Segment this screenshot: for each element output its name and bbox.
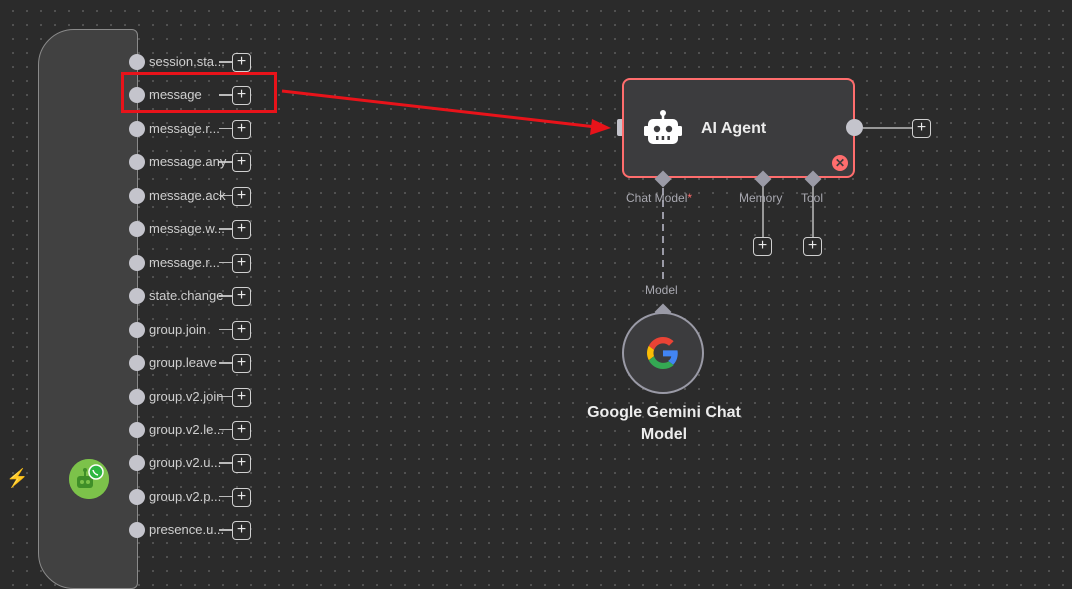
add-node-button[interactable]: + bbox=[232, 186, 251, 206]
output-handle[interactable] bbox=[129, 421, 145, 438]
output-label: group.leave bbox=[149, 355, 217, 371]
output-handle[interactable] bbox=[129, 221, 145, 238]
model-port-label: Model bbox=[645, 283, 678, 297]
trigger-output-row: message.r... + bbox=[129, 253, 259, 273]
tool-port-label: Tool bbox=[801, 191, 824, 205]
add-node-button[interactable]: + bbox=[232, 387, 251, 407]
output-handle[interactable] bbox=[129, 522, 145, 539]
annotation-arrow bbox=[281, 89, 597, 129]
output-wire-stub bbox=[219, 462, 232, 464]
add-memory-button[interactable]: + bbox=[753, 237, 772, 256]
output-wire-stub bbox=[219, 194, 232, 197]
trigger-output-row: group.v2.u... + bbox=[129, 454, 259, 474]
ai-agent-input-handle[interactable] bbox=[617, 119, 626, 136]
google-gemini-node-title: Google Gemini Chat Model bbox=[587, 404, 741, 443]
output-label: session.sta... bbox=[149, 54, 225, 69]
ai-agent-output-handle[interactable] bbox=[846, 119, 863, 136]
output-wire-stub bbox=[219, 61, 232, 63]
add-node-button[interactable]: + bbox=[232, 153, 251, 173]
output-wire-stub bbox=[219, 228, 232, 230]
output-handle[interactable] bbox=[129, 87, 145, 104]
add-node-button[interactable]: + bbox=[232, 420, 251, 440]
output-label: message.any bbox=[149, 154, 227, 170]
output-wire-stub bbox=[219, 362, 232, 364]
output-label: group.v2.p... bbox=[149, 488, 222, 504]
output-handle[interactable] bbox=[129, 187, 145, 204]
whatsapp-trigger-node[interactable] bbox=[38, 29, 138, 589]
output-handle[interactable] bbox=[129, 488, 145, 505]
output-handle[interactable] bbox=[129, 54, 145, 70]
add-node-button[interactable]: + bbox=[232, 119, 251, 139]
output-label: message.ack bbox=[149, 187, 226, 203]
trigger-output-row: session.sta... + bbox=[129, 53, 259, 72]
trigger-output-row: group.v2.join + bbox=[129, 387, 259, 407]
annotation-highlight-box bbox=[121, 72, 277, 113]
add-node-button[interactable]: + bbox=[232, 354, 251, 374]
add-node-button[interactable]: + bbox=[232, 253, 251, 273]
trigger-output-row: state.change + bbox=[129, 287, 259, 307]
output-handle[interactable] bbox=[129, 321, 145, 338]
add-node-button[interactable]: + bbox=[232, 220, 251, 240]
add-node-button[interactable]: + bbox=[232, 454, 251, 474]
add-tool-button[interactable]: + bbox=[803, 237, 822, 256]
connection-wires bbox=[281, 89, 912, 283]
output-handle[interactable] bbox=[129, 388, 145, 405]
output-wire-stub bbox=[219, 495, 232, 498]
trigger-output-row: group.v2.p... + bbox=[129, 487, 259, 507]
trigger-output-row: group.v2.le... + bbox=[129, 420, 259, 440]
error-x-icon[interactable]: ✕ bbox=[832, 155, 848, 171]
add-node-button[interactable]: + bbox=[232, 521, 251, 541]
output-wire-stub bbox=[219, 428, 232, 431]
trigger-output-row: message.ack + bbox=[129, 186, 259, 206]
output-wire-stub bbox=[219, 261, 232, 264]
output-wire-stub bbox=[219, 94, 232, 96]
trigger-output-row: message.any + bbox=[129, 153, 259, 173]
output-label: group.v2.u... bbox=[149, 455, 222, 471]
output-wire-stub bbox=[219, 295, 232, 297]
output-label: group.join bbox=[149, 321, 207, 337]
output-handle[interactable] bbox=[129, 288, 145, 305]
lightning-bolt-icon: ⚡ bbox=[6, 468, 29, 488]
add-node-button[interactable]: + bbox=[232, 320, 251, 340]
output-handle[interactable] bbox=[129, 154, 145, 171]
chat-model-port-label: Chat Model* bbox=[626, 191, 693, 205]
output-label: group.v2.le... bbox=[149, 421, 225, 437]
output-label: state.change bbox=[149, 288, 224, 304]
ai-agent-title: AI Agent bbox=[701, 120, 767, 137]
output-handle[interactable] bbox=[129, 254, 145, 271]
trigger-output-row: message.r... + bbox=[129, 119, 259, 139]
add-node-button[interactable]: + bbox=[232, 287, 251, 307]
output-handle[interactable] bbox=[129, 455, 145, 472]
google-gemini-chat-model-node[interactable] bbox=[622, 312, 704, 394]
output-label: message.r... bbox=[149, 120, 220, 136]
add-node-button[interactable]: + bbox=[232, 86, 251, 106]
output-label: presence.u... bbox=[149, 522, 225, 538]
output-handle[interactable] bbox=[129, 120, 145, 137]
output-label: message.r... bbox=[149, 254, 220, 270]
google-g-icon bbox=[647, 337, 679, 369]
trigger-output-row: group.leave + bbox=[129, 354, 259, 374]
trigger-output-row: presence.u... + bbox=[129, 521, 259, 541]
output-label: message.w... bbox=[149, 221, 225, 237]
add-node-button[interactable]: + bbox=[232, 487, 251, 507]
output-label: message bbox=[149, 87, 202, 103]
output-wire-stub bbox=[219, 529, 232, 531]
trigger-output-row: message.w... + bbox=[129, 220, 259, 240]
ai-agent-node[interactable]: AI Agent ✕ bbox=[622, 78, 855, 178]
output-wire-stub bbox=[219, 161, 232, 163]
ai-agent-add-output-button[interactable]: + bbox=[912, 119, 931, 138]
whatsapp-bot-icon bbox=[69, 459, 109, 499]
trigger-output-row: message + bbox=[129, 86, 259, 106]
annotation-arrow-head bbox=[590, 119, 611, 135]
output-label: group.v2.join bbox=[149, 388, 224, 404]
robot-icon bbox=[644, 110, 682, 146]
output-handle[interactable] bbox=[129, 355, 145, 372]
output-wire-stub bbox=[219, 328, 232, 331]
add-node-button[interactable]: + bbox=[232, 53, 251, 72]
output-wire-stub bbox=[219, 395, 232, 397]
trigger-output-row: group.join + bbox=[129, 320, 259, 340]
memory-port-label: Memory bbox=[739, 191, 783, 205]
output-wire-stub bbox=[219, 127, 232, 130]
